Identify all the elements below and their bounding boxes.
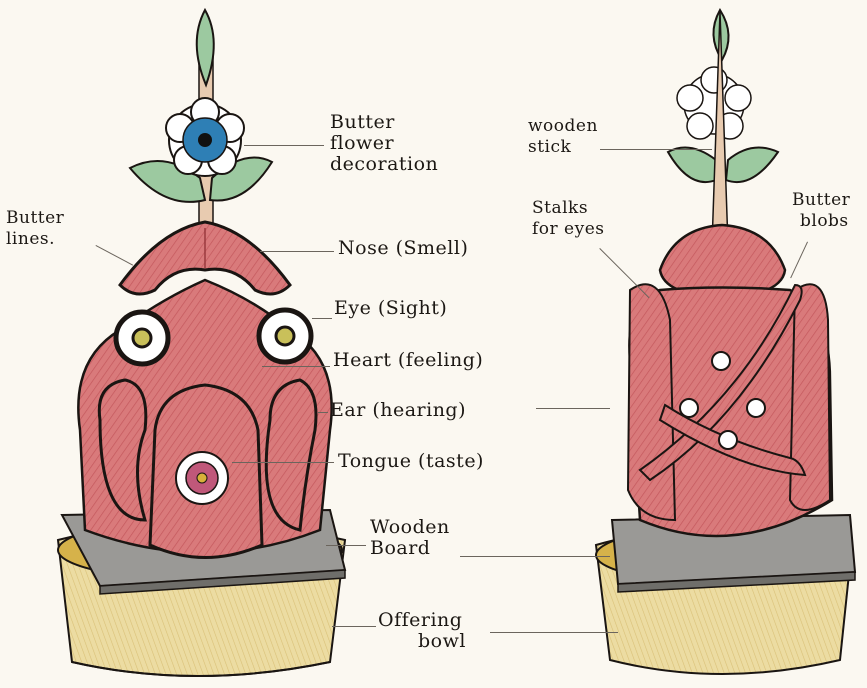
- right-leaf-back: [726, 148, 778, 183]
- label-nose: Nose (Smell): [338, 238, 468, 259]
- butter-flower-decoration: [166, 98, 244, 176]
- label-wooden-stick: wooden stick: [528, 116, 598, 158]
- leader-wooden-board-left: [326, 545, 366, 546]
- label-butter-lines: Butter lines.: [6, 208, 64, 250]
- leader-wooden-board-right: [460, 556, 610, 557]
- label-stalks-for-eyes: Stalks for eyes: [532, 198, 605, 240]
- leader-nose: [260, 251, 334, 252]
- leader-offering-bowl-right: [490, 632, 618, 633]
- label-wooden-board: Wooden Board: [370, 517, 450, 559]
- leader-offering-bowl-left: [332, 626, 376, 627]
- label-heart: Heart (feeling): [333, 350, 483, 371]
- back-flower-outline: [677, 67, 751, 139]
- back-view-torma: [596, 10, 855, 674]
- label-tongue: Tongue (taste): [338, 451, 484, 472]
- tongue-flower: [176, 452, 228, 504]
- leader-back-ear: [536, 408, 610, 409]
- leader-wooden-stick: [600, 149, 712, 150]
- left-leaf-back: [668, 148, 716, 183]
- leader-ear: [318, 412, 328, 413]
- leader-butter-flower: [244, 145, 324, 146]
- label-butter-flower: Butter flower decoration: [330, 112, 438, 175]
- label-offering-bowl: Offering bowl: [378, 610, 466, 652]
- eye-right: [259, 310, 311, 362]
- stalk-right: [790, 284, 830, 510]
- front-view-torma: [58, 10, 345, 676]
- label-ear: Ear (hearing): [330, 400, 466, 421]
- label-butter-blobs: Butter blobs: [792, 190, 850, 232]
- leader-heart: [262, 366, 330, 367]
- leader-tongue: [232, 462, 334, 463]
- stalk-left: [628, 284, 675, 520]
- eye-left: [116, 312, 168, 364]
- leader-eye: [312, 318, 332, 319]
- label-eye: Eye (Sight): [334, 298, 447, 319]
